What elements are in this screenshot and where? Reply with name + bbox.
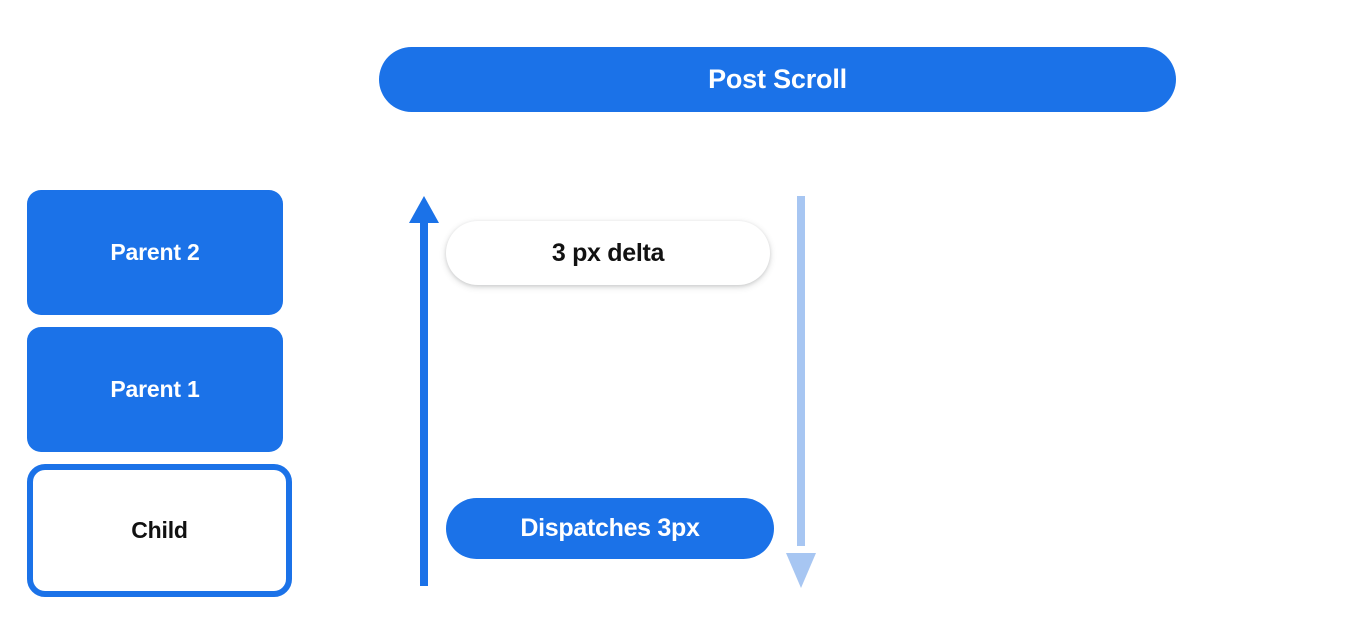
box-child-label: Child [131,517,188,543]
box-parent-2: Parent 2 [27,190,283,315]
box-parent-1: Parent 1 [27,327,283,452]
box-parent-1-label: Parent 1 [110,376,200,402]
delta-pill-label: 3 px delta [551,238,665,267]
hierarchy-stack: Parent 2 Parent 1 Child [27,190,292,597]
page-title: Post Scroll [708,64,847,94]
box-child: Child [27,464,292,597]
arrow-up-icon [409,196,439,586]
dispatch-pill-label: Dispatches 3px [520,514,700,542]
dispatch-pill: Dispatches 3px [446,498,774,559]
delta-pill: 3 px delta [446,221,770,285]
box-parent-2-label: Parent 2 [110,239,200,265]
arrow-down-icon [786,196,816,588]
header-bar: Post Scroll [379,47,1176,112]
